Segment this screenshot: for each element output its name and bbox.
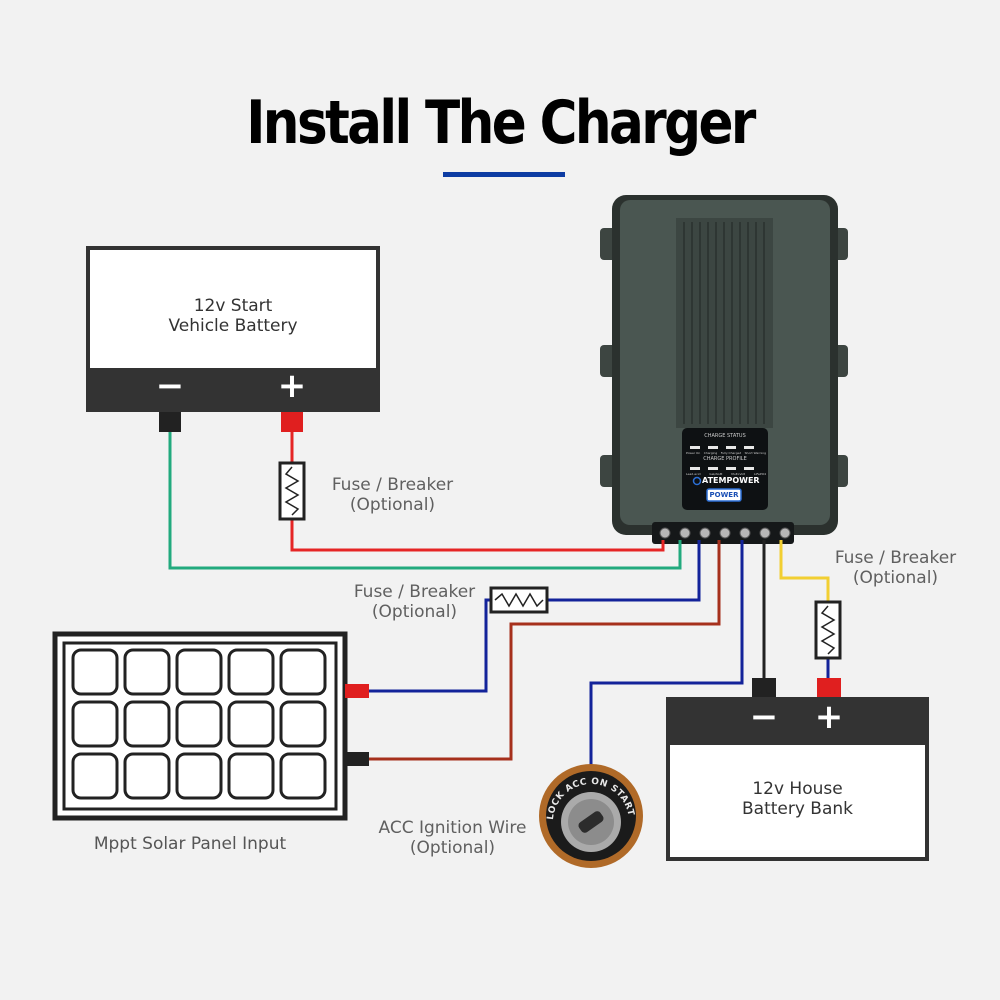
acc-label: ACC Ignition Wire (Optional) (365, 818, 540, 858)
start-battery-line1: 12v Start (193, 296, 273, 316)
fuse-right (814, 600, 842, 660)
led-label-multi-volt: Multi-Volt (731, 472, 746, 476)
fuse-mid-line2: (Optional) (371, 602, 458, 622)
acc-line2: (Optional) (409, 838, 496, 858)
fuse-left-label: Fuse / Breaker (Optional) (300, 475, 485, 515)
start-battery-line2: Vehicle Battery (168, 316, 298, 336)
start-battery (86, 246, 380, 432)
ignition-switch-ring-text: LOCK ACC ON START (546, 777, 635, 821)
charge-status-heading: CHARGE STATUS (704, 433, 746, 439)
solar-panel (52, 631, 369, 821)
fuse-left-line2: (Optional) (349, 495, 436, 515)
svg-text:LOCK ACC ON START: LOCK ACC ON START (546, 777, 636, 821)
led-label-fully-charged: Fully Charged (720, 451, 742, 455)
page-title: Install The Charger (246, 88, 756, 158)
fuse-left-line1: Fuse / Breaker (331, 475, 454, 495)
house-battery-negative-sign: − (749, 697, 779, 737)
led-label-power-on: Power On (686, 451, 701, 455)
led-label-short-warning: Short Warning (744, 451, 766, 455)
acc-line1: ACC Ignition Wire (378, 818, 527, 838)
charger-brand: ATEMPOWER (702, 476, 760, 485)
fuse-right-line2: (Optional) (852, 568, 939, 588)
charger-power-button: POWER (709, 491, 739, 499)
fuse-mid (489, 586, 549, 614)
title-underline (443, 172, 565, 177)
led-label-gel-agm: Gel/AGM (709, 472, 723, 476)
house-battery-positive-sign: + (814, 697, 844, 737)
charge-status-leds: Power On Charging Fully Charged Short Wa… (686, 451, 766, 455)
fuse-right-line1: Fuse / Breaker (834, 548, 957, 568)
start-battery-label: 12v Start Vehicle Battery (88, 296, 378, 336)
start-battery-negative-sign: − (155, 366, 185, 406)
fuse-left (278, 461, 306, 521)
led-label-lead-acid: Lead-acid (686, 472, 701, 476)
led-label-charging: Charging (703, 451, 718, 455)
solar-panel-label: Mppt Solar Panel Input (93, 834, 287, 854)
charge-profile-leds: Lead-acid Gel/AGM Multi-Volt LiFePO4 (686, 472, 766, 476)
charger-unit (600, 195, 848, 544)
led-label-lifepo4: LiFePO4 (753, 472, 766, 476)
house-battery-line2: Battery Bank (741, 799, 854, 819)
house-battery-line1: 12v House (752, 779, 843, 799)
house-battery-label: 12v House Battery Bank (668, 779, 927, 819)
start-battery-positive-sign: + (277, 366, 307, 406)
charge-profile-heading: CHARGE PROFILE (703, 456, 747, 462)
wires (168, 432, 830, 782)
ignition-switch-text: LOCK ACC ON START (546, 777, 636, 821)
house-battery (666, 678, 929, 861)
fuse-mid-label: Fuse / Breaker (Optional) (322, 582, 507, 622)
fuse-right-label: Fuse / Breaker (Optional) (803, 548, 988, 588)
fuse-mid-line1: Fuse / Breaker (353, 582, 476, 602)
ignition-switch (539, 764, 643, 868)
